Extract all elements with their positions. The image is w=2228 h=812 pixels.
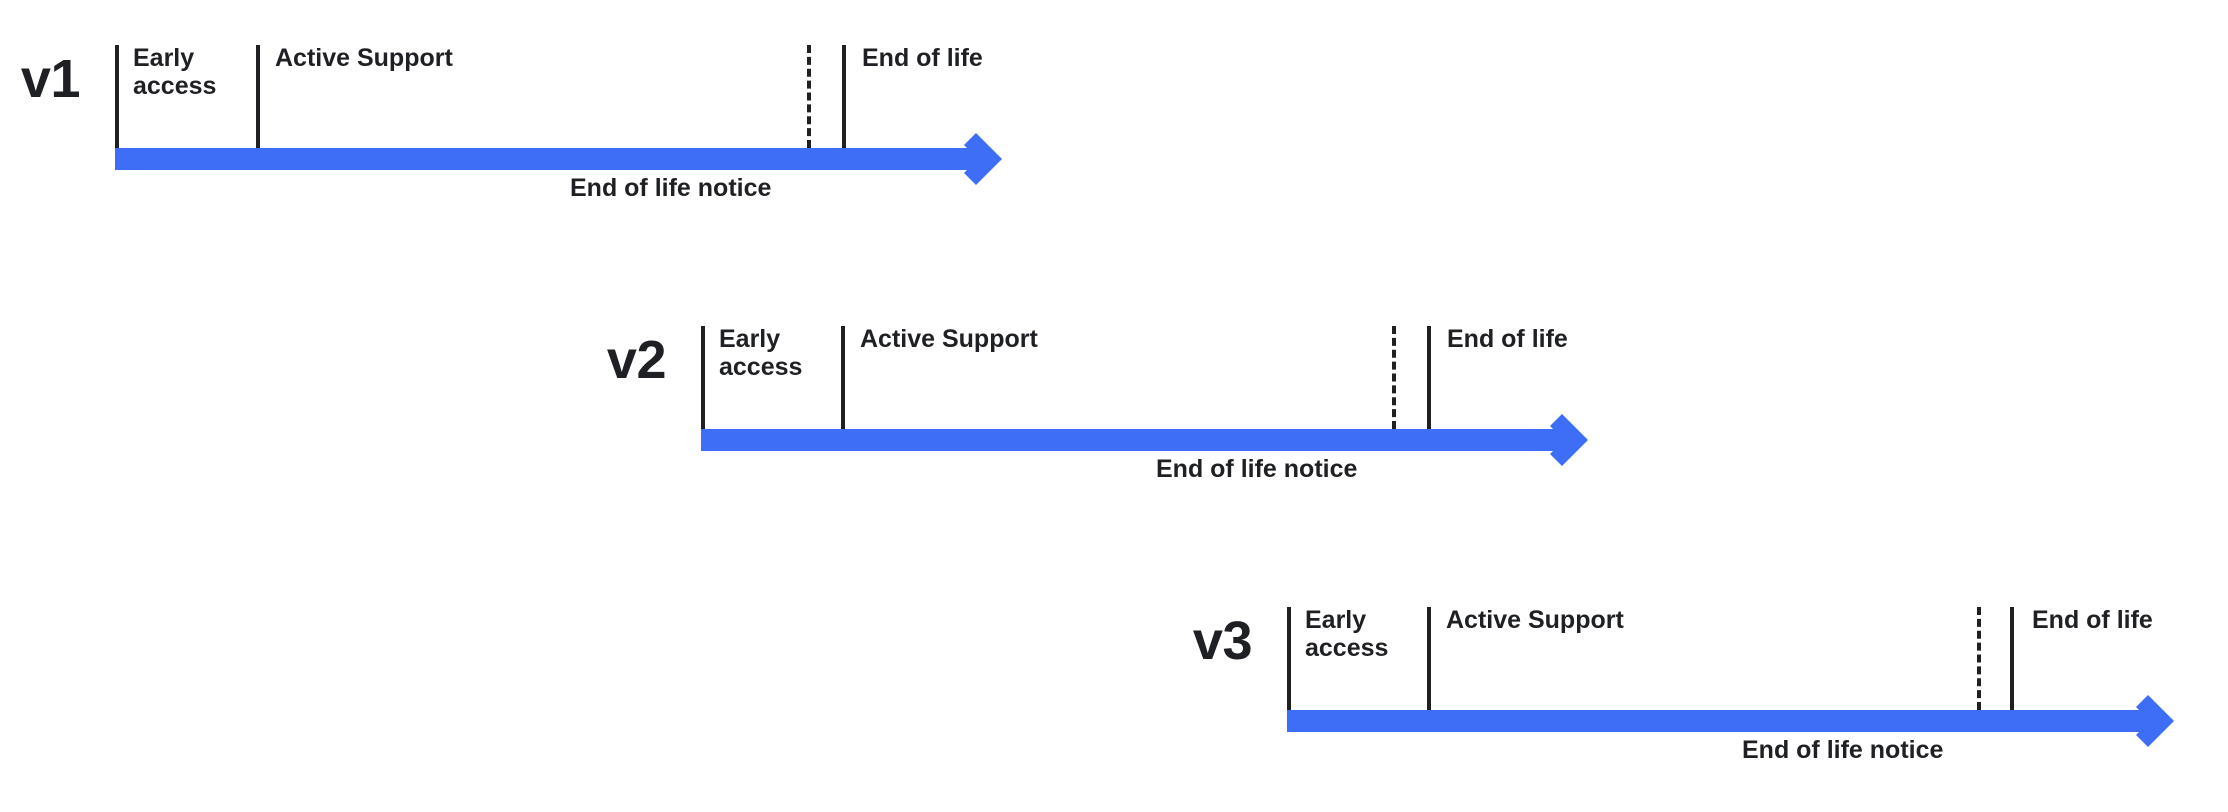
phase-label-v1-0: Early access bbox=[133, 44, 217, 100]
phase-label-v2-1: Active Support bbox=[860, 325, 1038, 353]
eol-notice-label-v2: End of life notice bbox=[1156, 455, 1358, 483]
version-label-v2: v2 bbox=[606, 330, 667, 390]
phase-label-v3-1: Active Support bbox=[1446, 606, 1624, 634]
timeline-arrow-head-v3 bbox=[2134, 693, 2190, 749]
eol-notice-marker-v2-2 bbox=[1392, 326, 1396, 429]
eol-notice-marker-v1-2 bbox=[807, 45, 811, 148]
timeline-arrow-head-v2 bbox=[1548, 412, 1604, 468]
eol-notice-label-v1: End of life notice bbox=[570, 174, 772, 202]
timeline-arrow-v2 bbox=[701, 414, 1604, 466]
phase-divider-v3-1 bbox=[1427, 607, 1431, 710]
phase-label-v2-0: Early access bbox=[719, 325, 803, 381]
phase-divider-v2-1 bbox=[841, 326, 845, 429]
timeline-arrow-v3 bbox=[1287, 695, 2190, 747]
timeline-arrow-shaft-v3 bbox=[1287, 710, 2150, 732]
phase-divider-v1-3 bbox=[842, 45, 846, 148]
phase-label-v3-2: End of life bbox=[2032, 606, 2153, 634]
phase-label-v1-2: End of life bbox=[862, 44, 983, 72]
phase-divider-v1-0 bbox=[115, 45, 119, 148]
version-label-v3: v3 bbox=[1192, 611, 1253, 671]
phase-label-v1-1: Active Support bbox=[275, 44, 453, 72]
phase-divider-v1-1 bbox=[256, 45, 260, 148]
timeline-arrow-head-v1 bbox=[962, 131, 1018, 187]
phase-divider-v2-3 bbox=[1427, 326, 1431, 429]
phase-label-v3-0: Early access bbox=[1305, 606, 1389, 662]
timeline-arrow-shaft-v1 bbox=[115, 148, 978, 170]
eol-notice-marker-v3-2 bbox=[1977, 607, 1981, 710]
phase-divider-v3-3 bbox=[2010, 607, 2014, 710]
eol-notice-label-v3: End of life notice bbox=[1742, 736, 1944, 764]
timeline-arrow-v1 bbox=[115, 133, 1018, 185]
phase-divider-v2-0 bbox=[701, 326, 705, 429]
phase-divider-v3-0 bbox=[1287, 607, 1291, 710]
timeline-arrow-shaft-v2 bbox=[701, 429, 1564, 451]
version-label-v1: v1 bbox=[20, 49, 81, 109]
phase-label-v2-2: End of life bbox=[1447, 325, 1568, 353]
